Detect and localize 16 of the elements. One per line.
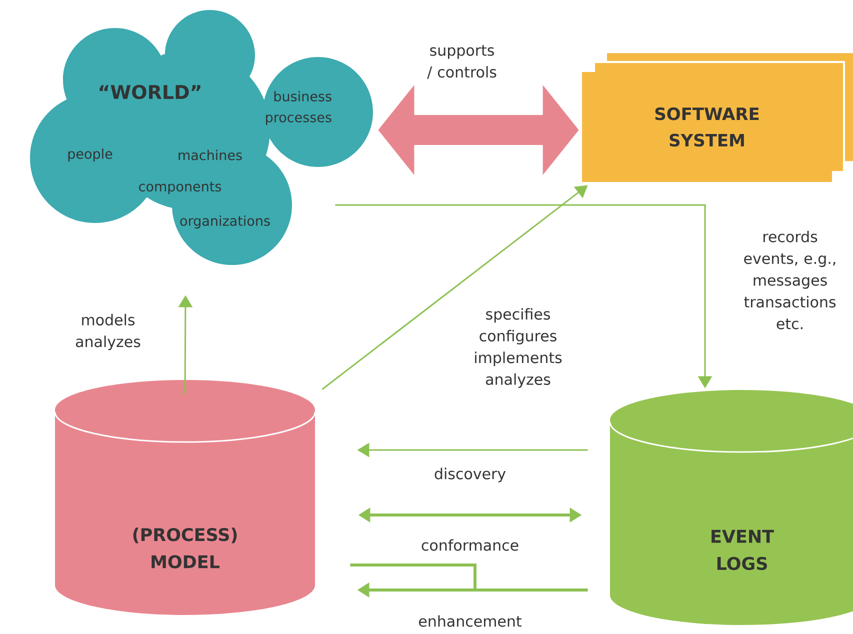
cloud-label: components — [139, 182, 222, 194]
cloud-label: organizations — [180, 215, 270, 229]
edge-label: supports / controls — [427, 45, 496, 79]
cloud-label: “WORLD” — [100, 84, 200, 100]
edge-label: specifies configures implements analyzes — [475, 308, 562, 388]
edge-label: records events, e.g., messages transactions etc. — [744, 230, 836, 330]
edge-label: discovery — [434, 468, 506, 482]
cloud-label: people — [68, 148, 112, 162]
cylinder-label: (PROCESS) MODEL — [133, 528, 237, 568]
cloud-label: business processes — [266, 91, 332, 125]
edge-label: conformance — [422, 539, 518, 551]
cylinder-label: EVENT LOGS — [712, 530, 774, 570]
double-arrow — [378, 85, 579, 175]
cloud-label: machines — [178, 150, 242, 160]
edge-label: enhancement — [419, 615, 522, 627]
edge-label: models analyzes — [76, 314, 140, 350]
